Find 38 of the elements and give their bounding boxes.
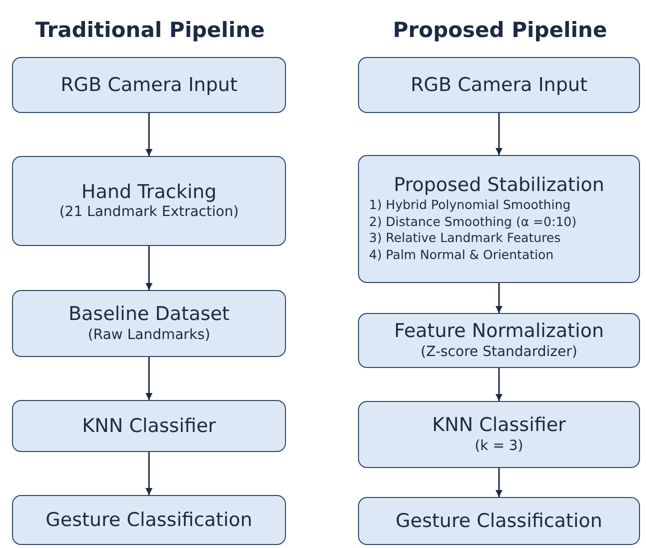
process-box — [12, 290, 286, 357]
list-item: 2) Distance Smoothing (α =0:10) — [368, 214, 576, 230]
process-box — [358, 155, 640, 283]
box-title: KNN Classifier — [432, 414, 566, 437]
arrow — [146, 452, 152, 495]
box-title: Feature Normalization — [394, 320, 604, 343]
box-title: KNN Classifier — [82, 414, 216, 438]
process-box — [358, 313, 640, 368]
process-box — [12, 400, 286, 452]
process-box — [358, 401, 640, 468]
arrow — [146, 246, 152, 290]
box-title: Baseline Dataset — [68, 303, 230, 326]
arrow — [496, 113, 502, 155]
box-subtitle: (Z-score Standardizer) — [420, 342, 578, 361]
column-heading: Traditional Pipeline — [35, 18, 265, 42]
process-box — [358, 497, 640, 545]
arrow — [496, 368, 502, 401]
process-box — [12, 156, 286, 246]
box-title: RGB Camera Input — [410, 74, 588, 96]
process-box — [12, 495, 286, 545]
process-box — [358, 57, 640, 113]
box-title: Gesture Classification — [46, 508, 252, 532]
arrow — [146, 113, 152, 156]
box-subtitle: (k = 3) — [474, 436, 524, 455]
column-heading: Proposed Pipeline — [392, 18, 608, 42]
box-title: Proposed Stabilization — [394, 174, 604, 197]
list-item: 1) Hybrid Polynomial Smoothing — [368, 196, 571, 214]
arrow — [496, 283, 502, 313]
process-box — [12, 57, 286, 113]
list-item: 3) Relative Landmark Features — [368, 230, 561, 248]
arrow — [496, 468, 502, 497]
arrow — [146, 357, 152, 400]
box-title: RGB Camera Input — [60, 74, 238, 96]
list-item: 4) Palm Normal & Orientation — [368, 247, 554, 264]
box-subtitle: (21 Landmark Extraction) — [59, 203, 239, 222]
box-title: Gesture Classification — [396, 510, 602, 532]
box-title: Hand Tracking — [81, 180, 217, 204]
box-subtitle: (Raw Landmarks) — [88, 326, 210, 344]
